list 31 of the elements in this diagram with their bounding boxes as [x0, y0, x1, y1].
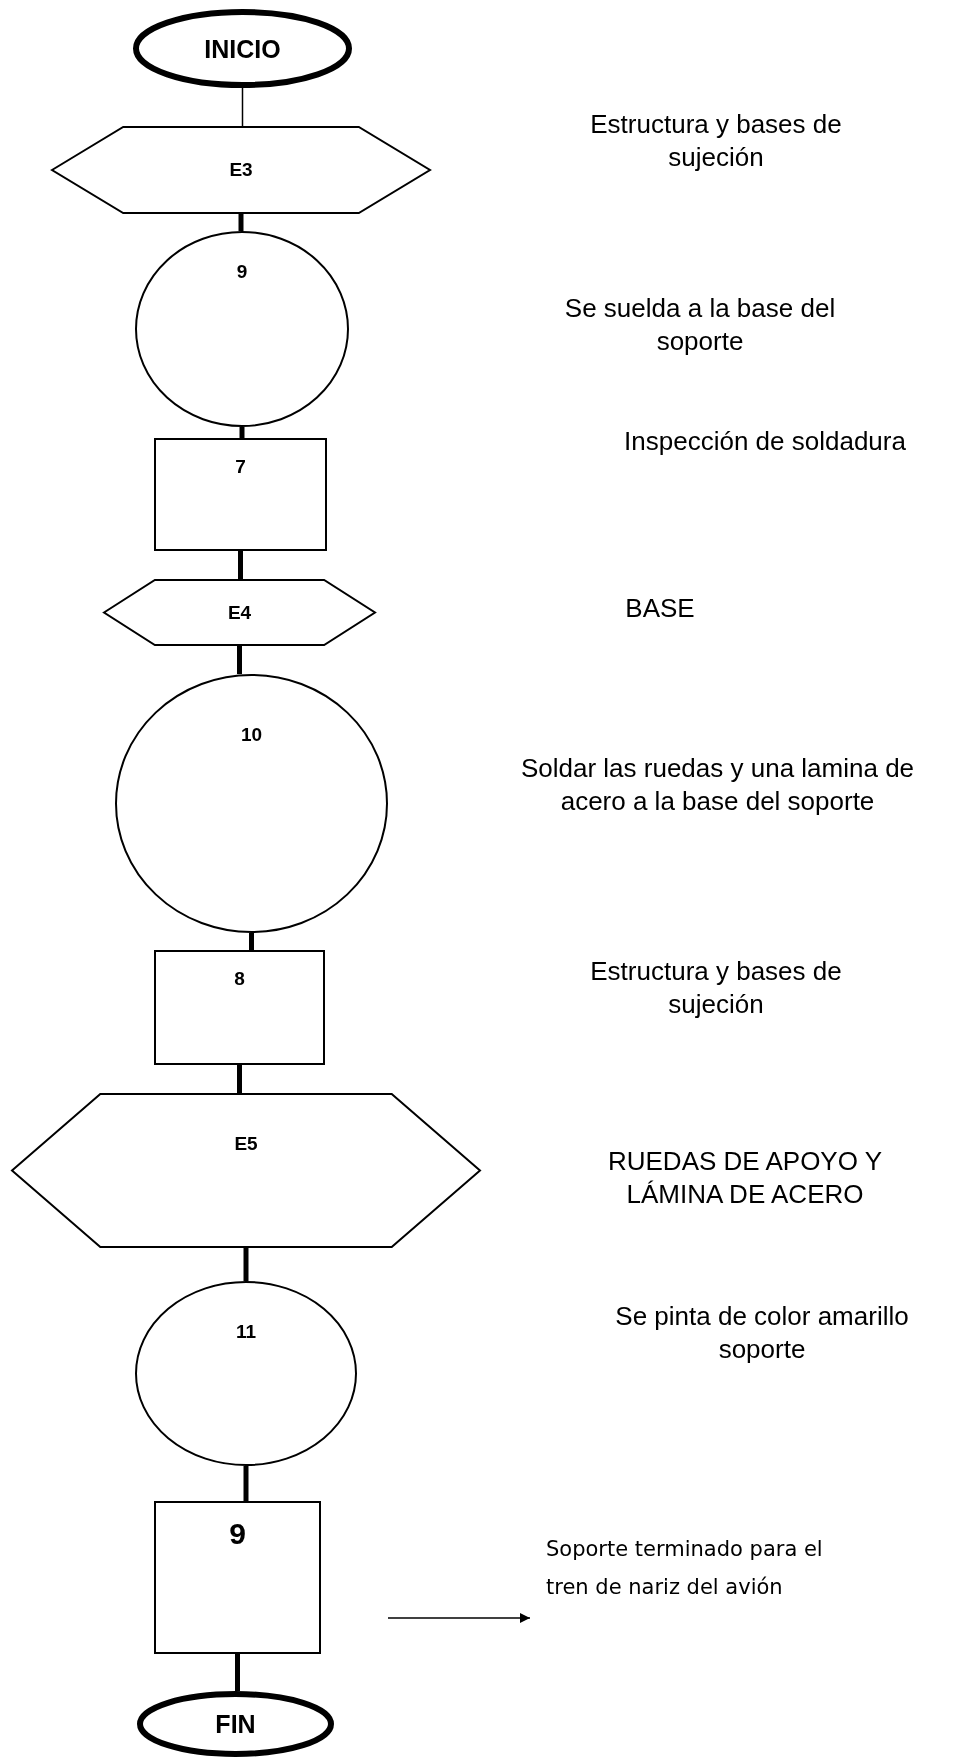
step-number: 8: [234, 968, 245, 990]
step-description: Soldar las ruedas y una lamina de acero a la base del soporte: [519, 752, 916, 817]
step-number: 7: [235, 456, 246, 478]
step-description: RUEDAS DE APOYO Y LÁMINA DE ACERO: [606, 1145, 884, 1210]
connector-line: [238, 214, 244, 231]
connector-line: [243, 1248, 249, 1281]
step-description: Se pinta de color amarillo soporte: [614, 1300, 910, 1365]
terminal-label: INICIO: [204, 34, 281, 63]
step-number: 10: [240, 724, 263, 746]
terminal-label: FIN: [215, 1709, 256, 1739]
connector-line: [239, 427, 245, 438]
step-description: Estructura y bases de sujeción: [589, 108, 843, 173]
step-number: E5: [234, 1133, 258, 1155]
arrow: [387, 1613, 531, 1623]
connector-line: [237, 1065, 242, 1093]
connector-line: [237, 646, 242, 674]
result-note: Soporte terminado para el tren de nariz del avión: [545, 1536, 824, 1601]
step-number: 9: [229, 1517, 246, 1551]
connector-line: [238, 551, 243, 579]
step-description: Inspección de soldadura: [623, 425, 907, 458]
connector-line: [243, 1466, 249, 1501]
connector-line: [249, 933, 254, 950]
connector-line: [235, 1654, 240, 1691]
step-number: 11: [235, 1321, 257, 1343]
step-description: BASE: [624, 592, 696, 625]
connector-line: [241, 87, 244, 127]
step-number: E4: [227, 601, 252, 624]
step-number: E3: [229, 159, 253, 181]
step-description: Se suelda a la base del soporte: [563, 292, 837, 357]
step-number: 9: [236, 261, 248, 283]
step-description: Estructura y bases de sujeción: [589, 955, 843, 1020]
